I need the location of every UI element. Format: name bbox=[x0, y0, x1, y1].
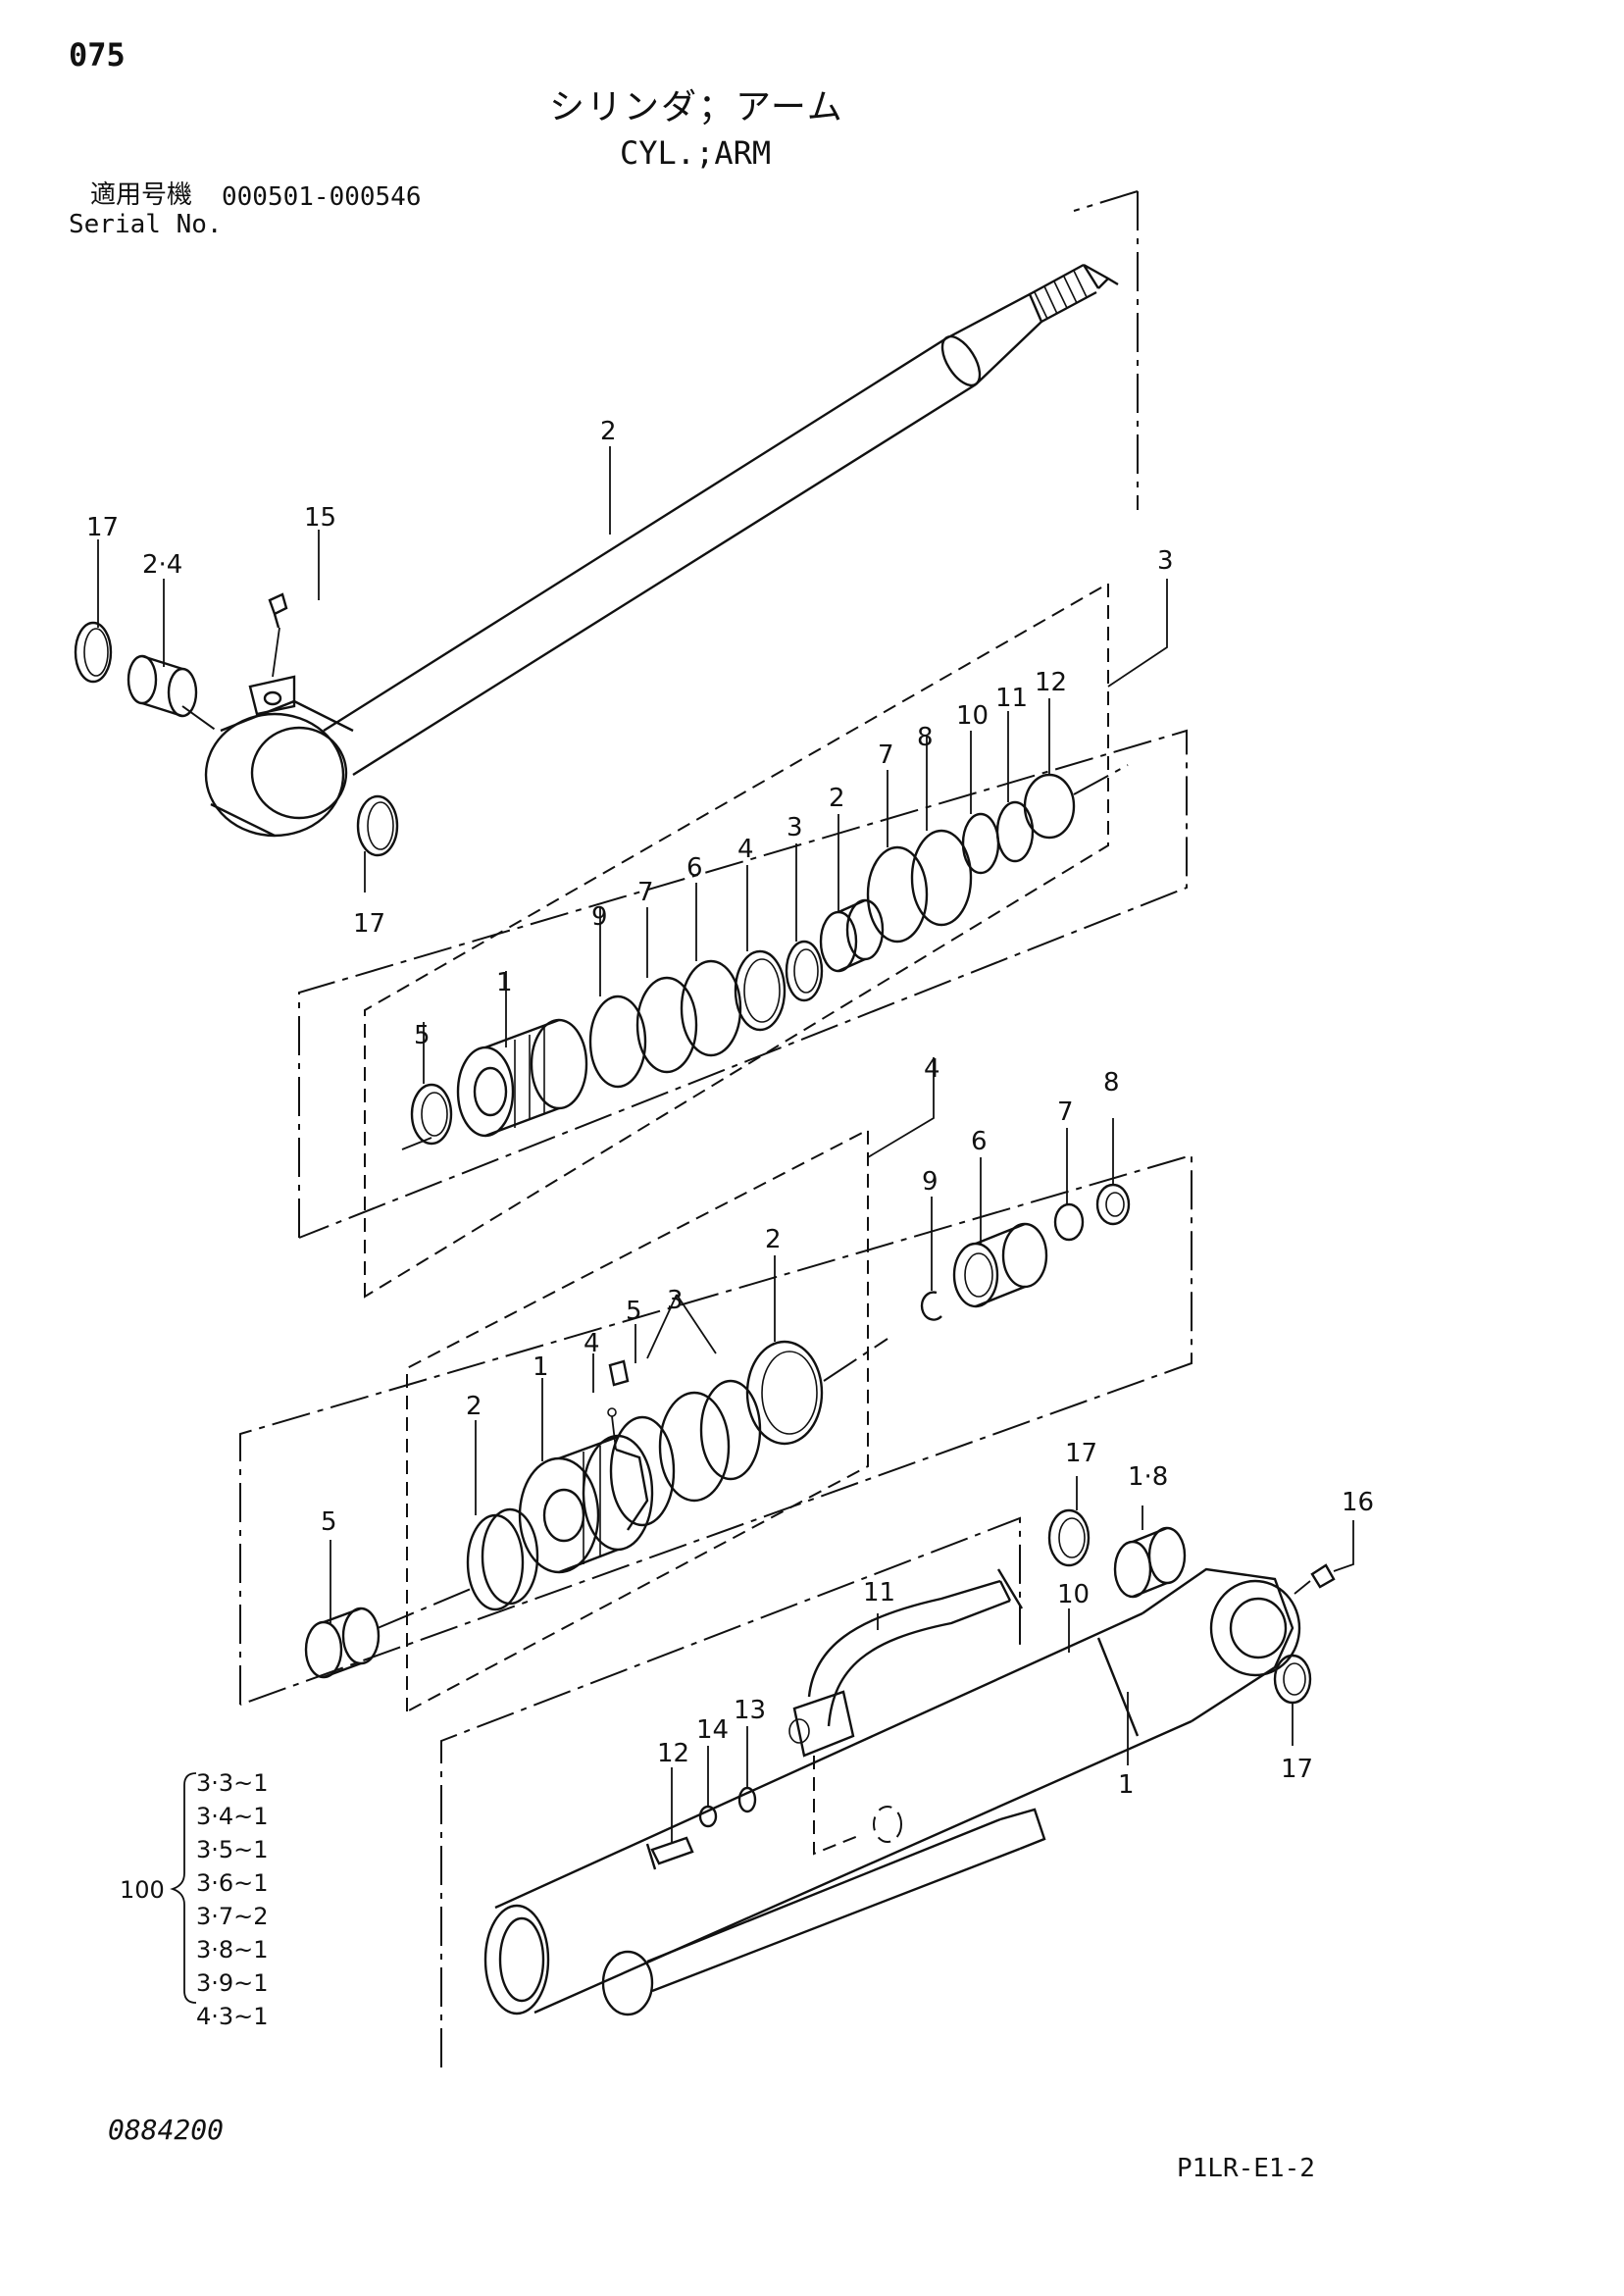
callout-tube: 1 bbox=[1118, 1770, 1135, 1800]
drawing-number: 0884200 bbox=[108, 2114, 225, 2146]
callout-tube-bushing: 1·8 bbox=[1128, 1462, 1168, 1492]
callout-head-6: 6 bbox=[971, 1127, 988, 1156]
leader-lines bbox=[97, 446, 1354, 1842]
callout-ring-13: 13 bbox=[734, 1696, 766, 1725]
callout-piston-7a: 7 bbox=[637, 878, 654, 907]
seal-kit-list: 100 3·3~1 3·4~1 3·5~1 3·6~1 3·7~2 3·8~1 … bbox=[120, 1769, 269, 2030]
head-seals bbox=[609, 1338, 888, 1527]
seal-kit-item: 3·9~1 bbox=[196, 1969, 269, 1997]
title-english: CYL.;ARM bbox=[620, 134, 772, 172]
footer-code: P1LR-E1-2 bbox=[1177, 2154, 1315, 2183]
tube-pipe-lower bbox=[601, 1808, 1046, 2016]
callout-piston-ring-5: 5 bbox=[414, 1021, 431, 1050]
callout-head-5small: 5 bbox=[626, 1297, 642, 1326]
callout-head-kit: 4 bbox=[924, 1054, 940, 1084]
callout-rod-ring-left: 17 bbox=[86, 513, 119, 542]
serial-label-english: Serial No. bbox=[69, 210, 223, 239]
callout-piston-10: 10 bbox=[956, 701, 989, 731]
tube-washer-14 bbox=[698, 1805, 718, 1828]
seal-kit-item: 3·3~1 bbox=[196, 1769, 269, 1797]
seal-kit-item: 4·3~1 bbox=[196, 2003, 269, 2030]
callout-head-3: 3 bbox=[667, 1286, 684, 1315]
callout-piston-3: 3 bbox=[787, 813, 803, 842]
callout-head-1: 1 bbox=[533, 1352, 549, 1382]
seal-kit-item: 3·5~1 bbox=[196, 1836, 269, 1863]
callout-pipe-10: 10 bbox=[1057, 1580, 1090, 1609]
callout-head-5: 5 bbox=[321, 1507, 337, 1537]
tube-bolt-12 bbox=[645, 1836, 694, 1870]
seal-kit-item: 3·8~1 bbox=[196, 1936, 269, 1964]
tube-port-dashed bbox=[813, 1756, 902, 1856]
callout-piston-7b: 7 bbox=[878, 740, 894, 770]
callout-piston-12: 12 bbox=[1035, 668, 1067, 697]
tube-grease-fitting-16 bbox=[1294, 1563, 1336, 1595]
tube-bushing-1-8 bbox=[1113, 1526, 1187, 1599]
seal-kit-bracket bbox=[170, 1772, 197, 2004]
page-number: 075 bbox=[69, 36, 126, 74]
callout-piston-6: 6 bbox=[686, 853, 703, 883]
piston-kit-frame bbox=[298, 190, 1188, 1299]
callout-washer: 14 bbox=[696, 1715, 729, 1745]
callout-head-9: 9 bbox=[922, 1167, 939, 1197]
tube-ring-17-top bbox=[1047, 1508, 1091, 1567]
callout-piston-8: 8 bbox=[917, 723, 934, 752]
rod-bushing bbox=[127, 654, 222, 735]
title-japanese: シリンダ；アーム bbox=[549, 87, 844, 128]
callout-piston-nut: 1 bbox=[496, 968, 513, 997]
callout-tube-ring-top: 17 bbox=[1065, 1439, 1097, 1468]
callout-head-2b: 2 bbox=[466, 1392, 482, 1421]
cylinder-tube-1 bbox=[483, 1567, 1301, 2015]
callout-labels: 2 17 2·4 15 17 3 1 5 9 7 6 4 3 2 7 8 10 … bbox=[86, 417, 1374, 1800]
tube-ring-17-bottom bbox=[1273, 1654, 1312, 1705]
callout-pipe: 11 bbox=[863, 1578, 895, 1607]
callout-rod: 2 bbox=[600, 417, 617, 446]
grease-fitting-15 bbox=[268, 592, 288, 678]
cylinder-tube-frame bbox=[440, 1516, 1021, 2067]
callout-head-4: 4 bbox=[584, 1329, 600, 1358]
head-snap-9 bbox=[920, 1291, 942, 1321]
head-body-1 bbox=[518, 1434, 654, 1574]
head-bushing-6 bbox=[952, 1222, 1048, 1308]
rod-ring-bottom bbox=[356, 794, 399, 857]
callout-piston-4: 4 bbox=[737, 835, 754, 864]
rod-ring-left bbox=[74, 621, 113, 684]
tube-ring-13 bbox=[737, 1786, 757, 1813]
callout-piston-9: 9 bbox=[591, 902, 608, 932]
callout-tube-ring-bottom: 17 bbox=[1281, 1755, 1313, 1784]
piston-ring-5 bbox=[410, 1083, 453, 1146]
callout-piston-11: 11 bbox=[995, 684, 1028, 713]
head-setscrew-4-5 bbox=[607, 1359, 630, 1451]
callout-head-8: 8 bbox=[1103, 1068, 1120, 1097]
seal-kit-label: 100 bbox=[120, 1876, 165, 1904]
tube-pipe-11 bbox=[788, 1568, 1024, 1758]
callout-rod-ring-bottom: 17 bbox=[353, 909, 385, 939]
callout-rod-bushing: 2·4 bbox=[142, 550, 182, 580]
seal-kit-item: 3·4~1 bbox=[196, 1803, 269, 1830]
callout-tube-grease: 16 bbox=[1342, 1488, 1374, 1517]
serial-range: 000501-000546 bbox=[222, 182, 422, 212]
callout-piston-kit: 3 bbox=[1157, 546, 1174, 576]
seal-kit-item: 3·7~2 bbox=[196, 1903, 269, 1930]
callout-head-2a: 2 bbox=[765, 1225, 782, 1254]
head-ring-8 bbox=[1095, 1183, 1131, 1226]
callout-piston-2: 2 bbox=[829, 784, 845, 813]
piston-nut bbox=[456, 1018, 588, 1138]
head-kit-frame bbox=[239, 1128, 1193, 1713]
piston-seals bbox=[401, 764, 1129, 1150]
serial-label-japanese: 適用号機 bbox=[90, 180, 193, 210]
callout-bolt: 12 bbox=[657, 1739, 689, 1768]
callout-rod-grease: 15 bbox=[304, 503, 336, 533]
seal-kit-item: 3·6~1 bbox=[196, 1869, 269, 1897]
callout-head-7: 7 bbox=[1057, 1097, 1074, 1127]
piston-rod bbox=[204, 263, 1119, 838]
head-ring-7 bbox=[1053, 1202, 1085, 1242]
head-wear-ring-2 bbox=[466, 1507, 539, 1611]
